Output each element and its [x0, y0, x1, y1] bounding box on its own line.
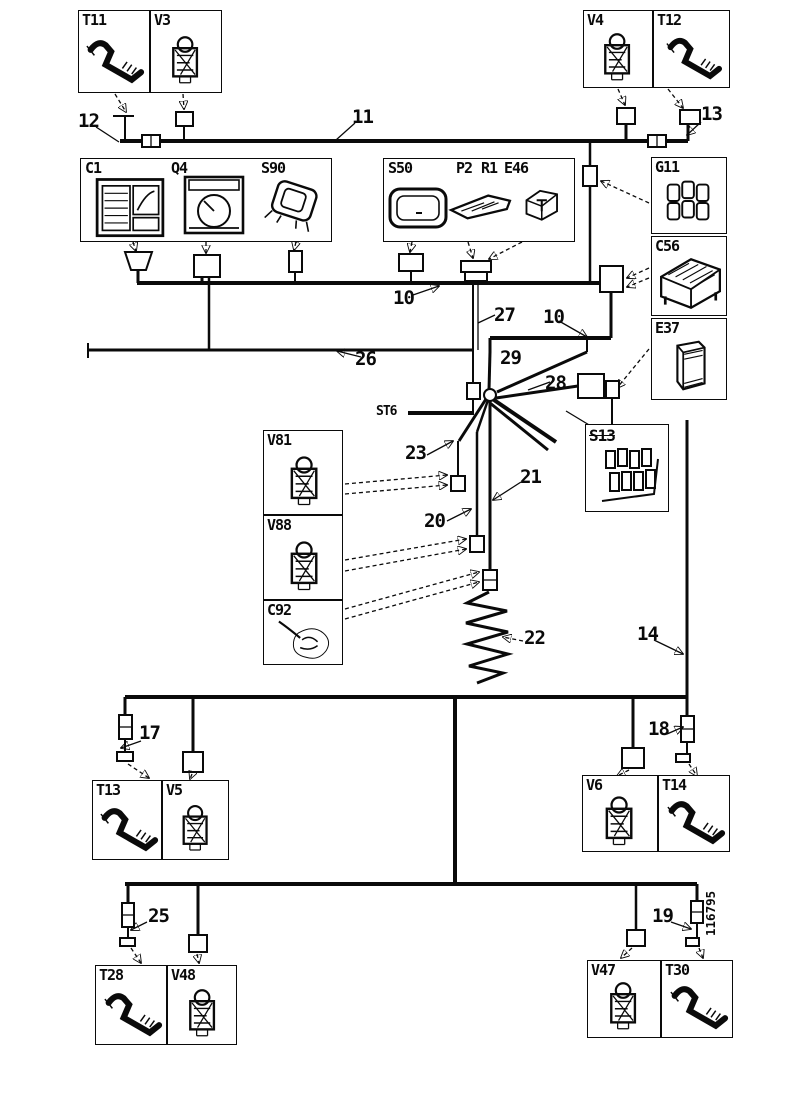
valve-icon	[588, 27, 648, 87]
component-label-v3: V3	[154, 11, 171, 29]
wire-label-21: 21	[520, 466, 542, 488]
component-box-v81: V81	[263, 430, 343, 515]
component-box-t28: T28	[95, 965, 167, 1045]
component-box-g11: G11	[651, 157, 727, 234]
wire-label-27: 27	[494, 304, 516, 326]
component-label-g11: G11	[655, 158, 680, 176]
component-label-s13: S13	[589, 426, 616, 445]
valve-icon	[274, 534, 336, 598]
wire-label-18: 18	[648, 718, 670, 740]
component-label-t14: T14	[662, 776, 687, 794]
housing-icon	[656, 251, 724, 315]
wire-label-23: 23	[405, 442, 427, 464]
component-label-v47: V47	[591, 961, 616, 979]
component-box-c56: C56	[651, 236, 727, 316]
part-number: 116795	[703, 890, 718, 936]
gauge-icon	[183, 171, 249, 239]
component-box-v47: V47	[587, 960, 661, 1038]
hose-icon	[99, 986, 165, 1042]
wire-label-12: 12	[78, 110, 100, 132]
component-label-c1: C1	[85, 159, 102, 177]
connector-cluster-icon	[658, 172, 722, 232]
wire-label-22: 22	[524, 627, 546, 649]
component-label-p2: P2	[456, 159, 473, 177]
component-box-t12: T12	[653, 10, 730, 88]
valve-icon	[589, 790, 651, 852]
component-label-t28: T28	[99, 966, 124, 984]
wire-label-26: 26	[355, 348, 377, 370]
fuse-box-icon	[594, 439, 666, 511]
hose-icon	[662, 794, 728, 850]
wire-label-10a: 10	[393, 287, 415, 309]
valve-icon	[167, 797, 225, 859]
component-box-e37: E37	[651, 318, 727, 400]
component-box-s50-p2-r1-e46: S50 P2 R1 E46	[383, 158, 575, 242]
component-label-v6: V6	[586, 776, 603, 794]
component-label-s50: S50	[388, 159, 413, 177]
component-box-t30: T30	[661, 960, 733, 1038]
wire-label-14: 14	[637, 623, 659, 645]
component-label-r1: R1	[481, 159, 498, 177]
component-label-t30: T30	[665, 961, 690, 979]
component-box-c1-q4-s90: C1 Q4 S90	[80, 158, 332, 242]
wire-label-17: 17	[139, 722, 161, 744]
seal-frame-icon	[386, 179, 452, 239]
component-label-v4: V4	[587, 11, 604, 29]
component-box-s13	[585, 424, 669, 512]
hose-icon	[82, 33, 146, 89]
component-label-c92: C92	[267, 601, 292, 619]
component-box-v6: V6	[582, 775, 658, 852]
wire-label-11: 11	[352, 106, 374, 128]
strip-icon	[446, 177, 516, 239]
wire-label-28: 28	[545, 372, 567, 394]
component-label-t12: T12	[657, 11, 682, 29]
component-label-v81: V81	[267, 431, 292, 449]
component-label-e37: E37	[655, 319, 680, 337]
wire-label-29: 29	[500, 347, 522, 369]
component-box-v88: V88	[263, 515, 343, 600]
valve-icon	[594, 975, 654, 1037]
hose-icon	[659, 31, 727, 85]
valve-icon	[156, 29, 216, 91]
control-unit-icon	[95, 173, 165, 239]
component-label-v5: V5	[166, 781, 183, 799]
module-icon	[658, 333, 722, 399]
wire-label-19: 19	[652, 905, 674, 927]
pump-icon	[270, 607, 340, 665]
valve-icon	[173, 982, 233, 1044]
component-label-t13: T13	[96, 781, 121, 799]
component-box-v4: V4	[583, 10, 653, 88]
splice-label-st6: ST6	[376, 404, 398, 419]
component-label-s90: S90	[261, 159, 286, 177]
switch-icon	[261, 173, 327, 237]
component-box-v48: V48	[167, 965, 237, 1045]
wire-label-20: 20	[424, 510, 446, 532]
component-box-t13: T13	[92, 780, 162, 860]
component-label-q4: Q4	[171, 159, 188, 177]
component-label-v48: V48	[171, 966, 196, 984]
component-label-v88: V88	[267, 516, 292, 534]
hose-icon	[96, 801, 160, 857]
component-box-v3: V3	[150, 10, 222, 93]
valve-icon	[274, 449, 336, 513]
wire-label-25: 25	[148, 905, 170, 927]
component-label-e46: E46	[504, 159, 529, 177]
component-label-t11: T11	[82, 11, 107, 29]
wire-label-13: 13	[701, 103, 723, 125]
wire-label-10b: 10	[543, 306, 565, 328]
hose-icon	[665, 979, 731, 1035]
component-box-v5: V5	[162, 780, 229, 860]
component-box-t14: T14	[658, 775, 730, 852]
component-label-c56: C56	[655, 237, 680, 255]
component-box-c92: C92	[263, 600, 343, 665]
cube-icon	[518, 179, 574, 235]
component-box-t11: T11	[78, 10, 150, 93]
